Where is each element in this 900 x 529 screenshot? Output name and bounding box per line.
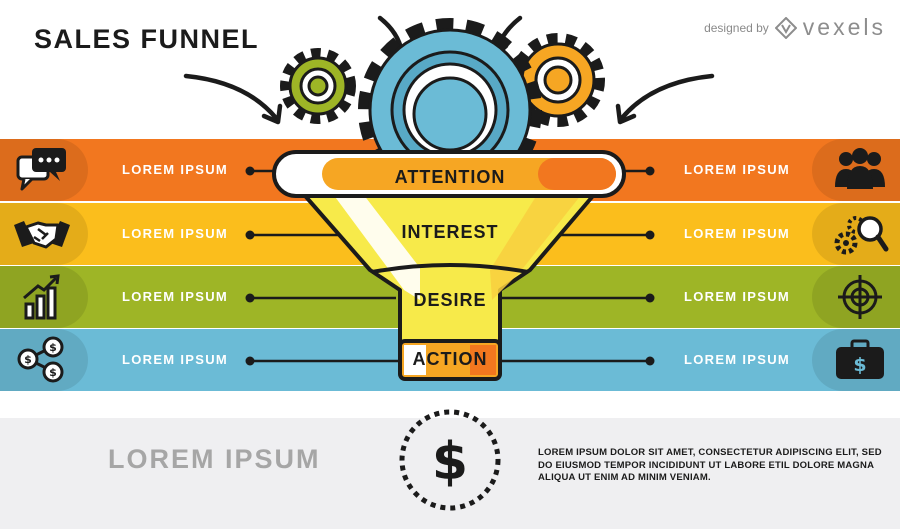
dollar-badge-icon: $: [399, 409, 501, 511]
money-network-icon: $ $ $: [17, 336, 64, 383]
stage-attention: ATTENTION: [394, 167, 506, 187]
svg-text:$: $: [49, 341, 57, 354]
svg-text:$: $: [853, 354, 866, 376]
svg-text:$: $: [49, 366, 57, 379]
gears-magnifier-icon: [834, 216, 889, 255]
left-label: LOREM IPSUM: [122, 226, 229, 241]
left-label: LOREM IPSUM: [122, 289, 229, 304]
left-label: LOREM IPSUM: [122, 162, 229, 177]
left-label: LOREM IPSUM: [122, 352, 229, 367]
footer-title: LOREM IPSUM: [108, 444, 321, 474]
right-label: LOREM IPSUM: [684, 162, 791, 177]
handshake-icon: [14, 221, 70, 249]
credit-prefix: designed by: [704, 20, 769, 35]
money-briefcase-icon: $: [836, 339, 884, 379]
stage-interest: INTEREST: [401, 222, 499, 242]
growth-chart-icon: [23, 274, 60, 320]
right-label: LOREM IPSUM: [684, 352, 791, 367]
credit: designed by vexels: [704, 14, 886, 41]
credit-brand: vexels: [802, 14, 886, 40]
chat-bubbles-icon: [16, 148, 66, 191]
target-icon: [838, 275, 882, 319]
right-label: LOREM IPSUM: [684, 289, 791, 304]
stage-desire: DESIRE: [413, 290, 487, 310]
page-title: SALES FUNNEL: [34, 24, 260, 54]
people-group-icon: [835, 148, 885, 189]
stage-action: ACTION: [412, 349, 488, 369]
green-gear-icon: [280, 48, 356, 124]
svg-text:$: $: [24, 353, 32, 366]
right-label: LOREM IPSUM: [684, 226, 791, 241]
dollar-symbol: $: [432, 432, 468, 492]
footer-text: LOREM IPSUM DOLOR SIT AMET, CONSECTETUR …: [538, 447, 882, 483]
orange-gear-icon: [511, 33, 605, 127]
vexels-logo-icon: [774, 16, 797, 39]
